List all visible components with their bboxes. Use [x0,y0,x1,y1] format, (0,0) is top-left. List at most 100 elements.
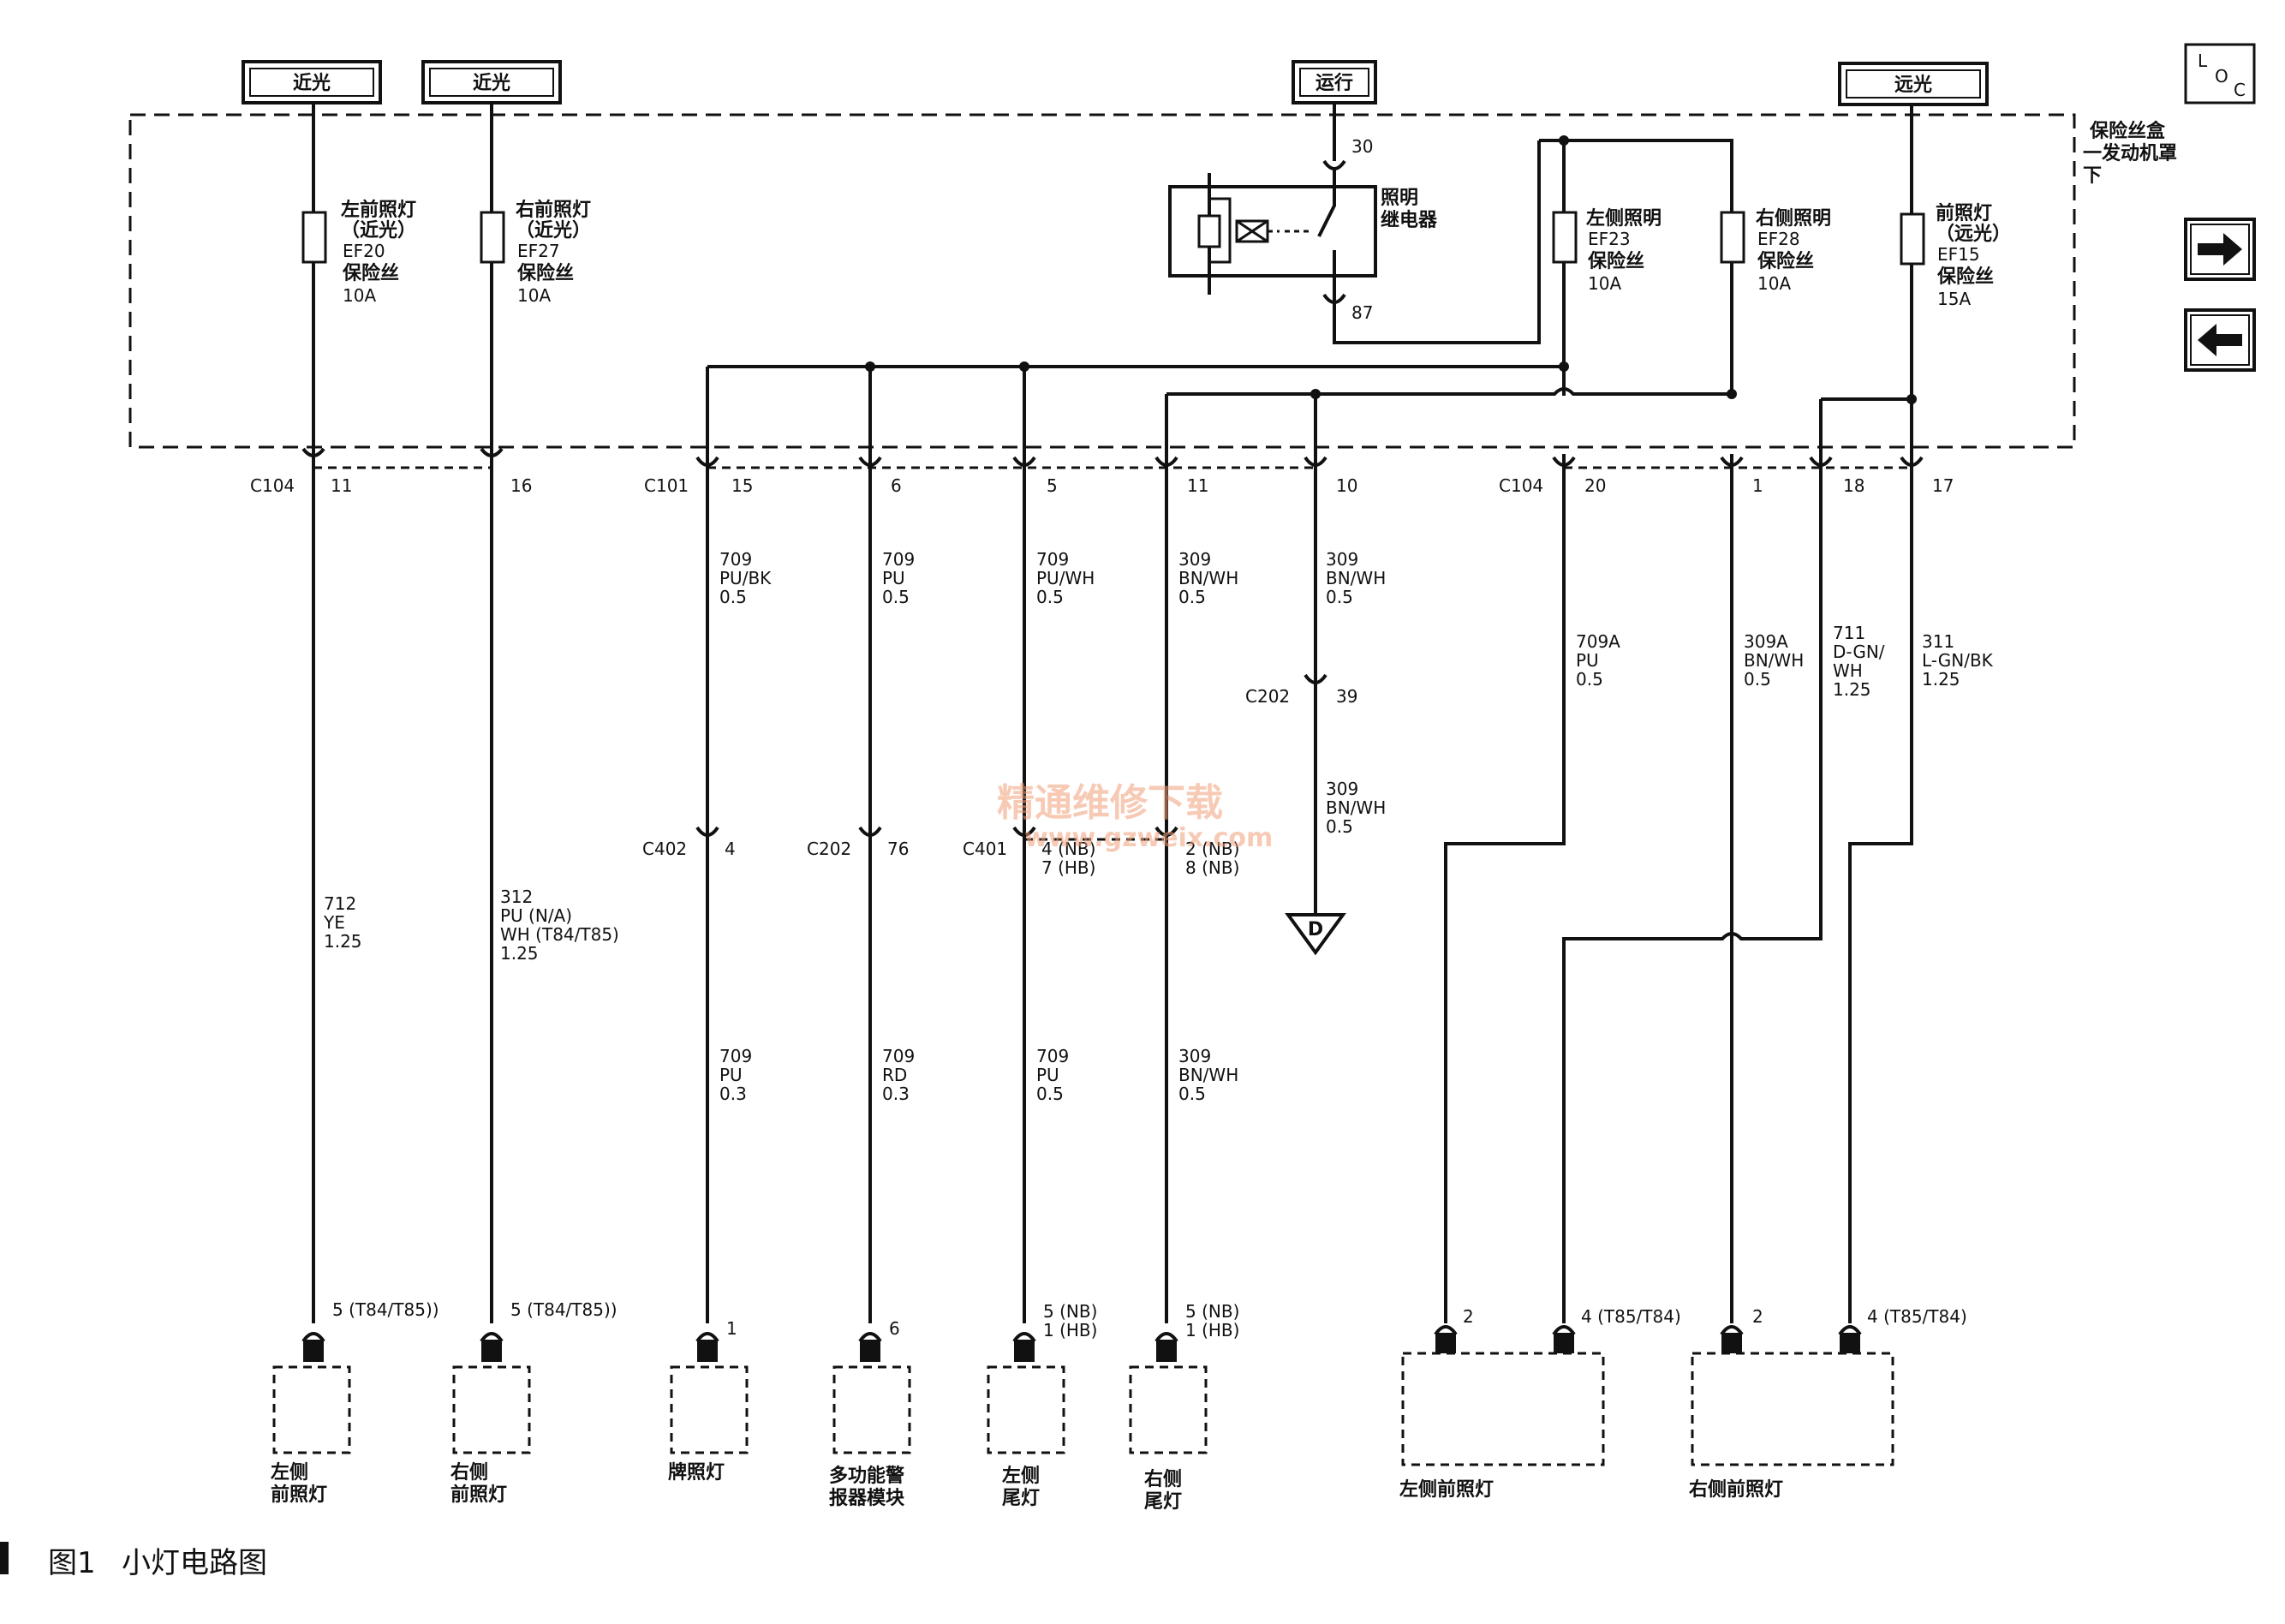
fuse-text: 15A [1937,289,1971,309]
fuse-text: 保险丝 [1936,266,1994,288]
pin-label: 5 (NB) [1043,1301,1097,1322]
connector-row-lower: C402 4 C202 76 C401 4 (NB) 7 (HB) 2 (NB)… [642,826,1239,878]
lighting-bus [707,135,1917,404]
wire-text: 0.5 [882,587,910,607]
source-label: 近光 [473,72,510,94]
fuse-text: EF20 [343,241,385,261]
loc-letter-o: O [2215,66,2228,87]
lighting-relay: 30 87 照明 继电器 [1168,103,1541,344]
source-run: 运行 [1292,60,1377,104]
fuse-text: 右前照灯 [516,199,591,221]
wire-text: 709 [1036,1046,1069,1066]
load-left-headlamp: 前照灯 [271,1484,327,1506]
wire-text: 709 [882,1046,915,1066]
connector-label: C202 [1245,686,1290,707]
load-license-lamp: 牌照灯 [668,1461,725,1484]
wire-text: 0.5 [1744,669,1771,690]
fuse-text: （近光） [341,219,416,242]
wire-text: PU [1036,1065,1059,1085]
fuse-box: 保险丝盒 一发动机罩 下 [128,113,2177,449]
source-label: 近光 [293,72,331,94]
wire-high-beam-right [1848,454,1913,1323]
wire-text: 0.5 [1326,587,1353,607]
fuse-text: 10A [1588,273,1621,294]
pin-label: 10 [1336,475,1357,496]
source-label: 运行 [1316,72,1353,94]
wire-high-beam [1819,104,1925,480]
connector-c104-right: C104 [1499,475,1543,496]
pin-label: 2 (NB) [1185,839,1239,859]
wire-text: 309 [1178,549,1211,570]
watermark: 精通维修下载 www.gzweix.com [997,781,1273,853]
load-names: 左侧 前照灯 右侧 前照灯 牌照灯 多功能警 报器模块 左侧 尾灯 右侧 尾灯 … [271,1461,1783,1513]
connector-row-top: C104 11 16 C101 15 6 5 11 10 C104 20 1 1… [250,447,1954,496]
pin-label: 4 [725,839,736,859]
wire-text: 0.5 [1576,669,1603,690]
prev-arrow-icon[interactable] [2184,308,2256,372]
load-terminals [301,1325,1862,1362]
loc-letter-l: L [2198,51,2208,71]
wire-text: PU (N/A) [500,905,572,926]
watermark-cn: 精通维修下载 [997,781,1223,825]
wire-text: RD [882,1065,907,1085]
pin-label: 4 (NB) [1041,839,1095,859]
fuse-text: EF28 [1757,229,1800,249]
next-arrow-icon[interactable] [2184,218,2256,281]
wire-right-low-beam [480,103,505,1323]
pin-label: 18 [1843,475,1864,496]
wire-text: WH (T84/T85) [500,924,619,945]
watermark-url: www.gzweix.com [1024,823,1273,853]
relay-label-1: 照明 [1381,188,1418,209]
connector-c202-mid: C202 39 309 BN/WH 0.5 [1245,673,1386,837]
source-label: 远光 [1894,75,1932,96]
pin-label: 76 [887,839,909,859]
wire-text: 311 [1922,631,1954,652]
wire-text: L-GN/BK [1922,650,1994,671]
source-high-beam: 远光 [1838,62,1989,106]
wire-text: 0.5 [1036,1084,1064,1104]
pin-label: 2 [1752,1306,1763,1327]
wire-text: 709 [719,549,752,570]
wire-text: PU/WH [1036,568,1095,588]
load-left-tail: 左侧 [1002,1465,1040,1487]
wire-text: WH [1833,660,1863,681]
fuse-text: 左侧照明 [1586,207,1662,230]
load-right-tail: 尾灯 [1144,1491,1182,1513]
pin-label: 11 [1187,475,1208,496]
fuse-text: （远光） [1936,224,2011,245]
load-multifunction-alarm: 多功能警 [829,1465,904,1487]
ground-label: D [1308,919,1323,940]
connector-label: C401 [963,839,1007,859]
wire-text: 0.5 [1326,816,1353,837]
wire-text: BN/WH [1178,1065,1238,1085]
wire-text: 709 [1036,549,1069,570]
source-low-beam-2: 近光 [421,60,562,104]
wire-text: 711 [1833,623,1865,643]
loc-icon[interactable]: L O C [2184,43,2256,104]
caption-title: 小灯电路图 [122,1546,267,1580]
wire-text: 1.25 [1833,679,1871,700]
pin-label: 4 (T85/T84) [1867,1306,1967,1327]
loc-letter-c: C [2234,80,2246,100]
wire-text: 1.25 [1922,669,1960,690]
fuse-text: 10A [517,285,551,306]
pin-label: 1 (HB) [1185,1320,1239,1340]
fuse-box-label-2: 一发动机罩 [2083,142,2177,164]
fuse-text: 10A [1757,273,1791,294]
relay-label-2: 继电器 [1381,209,1438,231]
pin-label: 5 (T84/T85)) [332,1299,439,1320]
fuse-ef23-label: 左侧照明 EF23 保险丝 10A [1586,207,1662,294]
connector-label: C202 [807,839,851,859]
wire-text: 309A [1744,631,1788,652]
wire-text: 312 [500,887,533,907]
pin-label: 7 (HB) [1041,857,1095,878]
fuse-text: 保险丝 [516,262,574,284]
wire-text: PU/BK [719,568,772,588]
wire-text: BN/WH [1178,568,1238,588]
wire-labels-lower: 709 PU 0.3 709 RD 0.3 709 PU 0.5 309 BN/… [719,1046,1238,1104]
wire-text: 712 [324,893,356,914]
wire-text: 0.5 [1178,1084,1206,1104]
wire-high-beam-left [1562,454,1823,1323]
load-left-headlamp: 左侧 [271,1461,308,1484]
load-right-tail: 右侧 [1144,1469,1182,1490]
